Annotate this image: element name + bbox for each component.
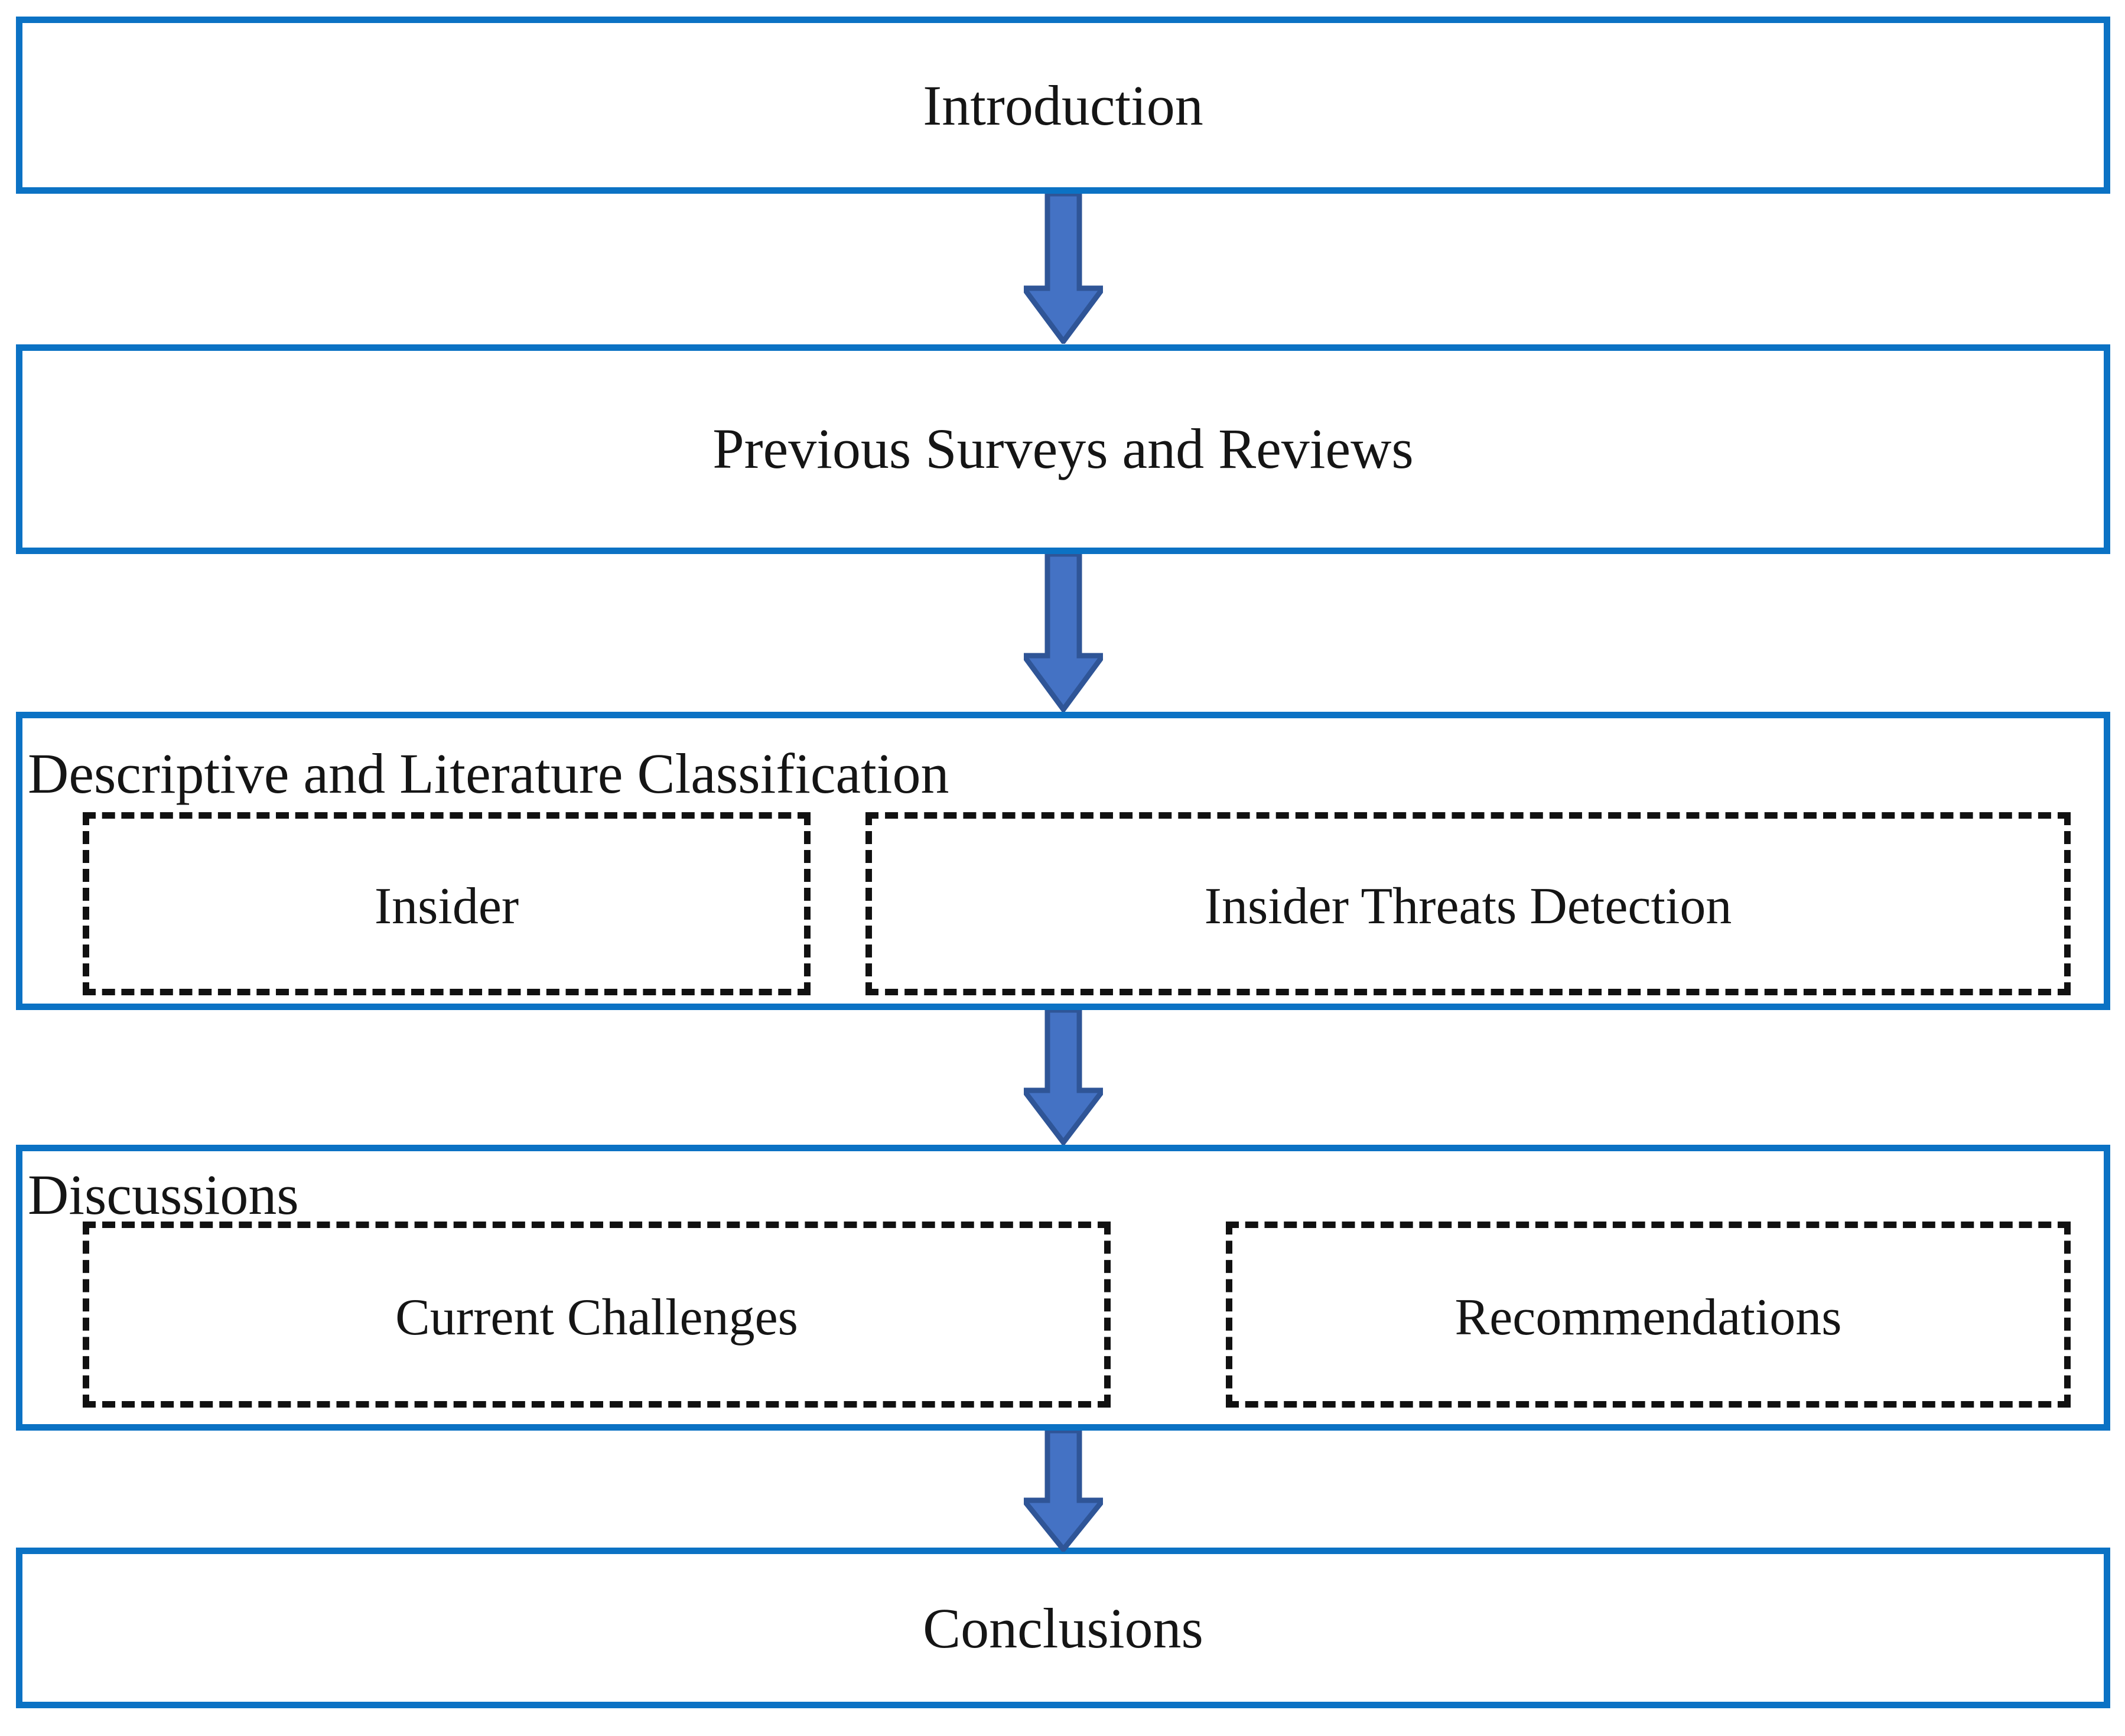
sub-box-current-challenges[interactable]: Current Challenges [83,1222,1111,1408]
stage-box-introduction[interactable]: Introduction [16,17,2110,194]
stage-box-discussions[interactable] [16,1145,2110,1431]
stage-box-descriptive-and-literature-classification[interactable] [16,712,2110,1010]
stage-title-discussions: Discussions [28,1163,299,1226]
sub-box-recommendations[interactable]: Recommendations [1226,1222,2071,1408]
stage-title-descriptive-and-literature-classification: Descriptive and Literature Classificatio… [28,742,949,805]
stage-title-previous-surveys-and-reviews: Previous Surveys and Reviews [712,417,1414,480]
stage-title-introduction: Introduction [923,74,1203,137]
sub-box-title-insider: Insider [374,878,519,935]
stage-box-previous-surveys-and-reviews[interactable]: Previous Surveys and Reviews [16,344,2110,554]
down-arrow-icon-2 [1024,554,1103,712]
sub-box-title-current-challenges: Current Challenges [395,1289,798,1346]
sub-box-insider[interactable]: Insider [83,812,811,995]
down-arrow-icon-3 [1024,1010,1103,1145]
sub-box-insider-threats-detection[interactable]: Insider Threats Detection [865,812,2071,995]
down-arrow-icon-1 [1024,194,1103,344]
sub-box-title-insider-threats-detection: Insider Threats Detection [1204,878,1732,935]
sub-box-title-recommendations: Recommendations [1454,1289,1842,1346]
down-arrow-icon-4 [1024,1431,1103,1552]
stage-title-conclusions: Conclusions [923,1597,1203,1660]
stage-box-conclusions[interactable]: Conclusions [16,1548,2110,1708]
